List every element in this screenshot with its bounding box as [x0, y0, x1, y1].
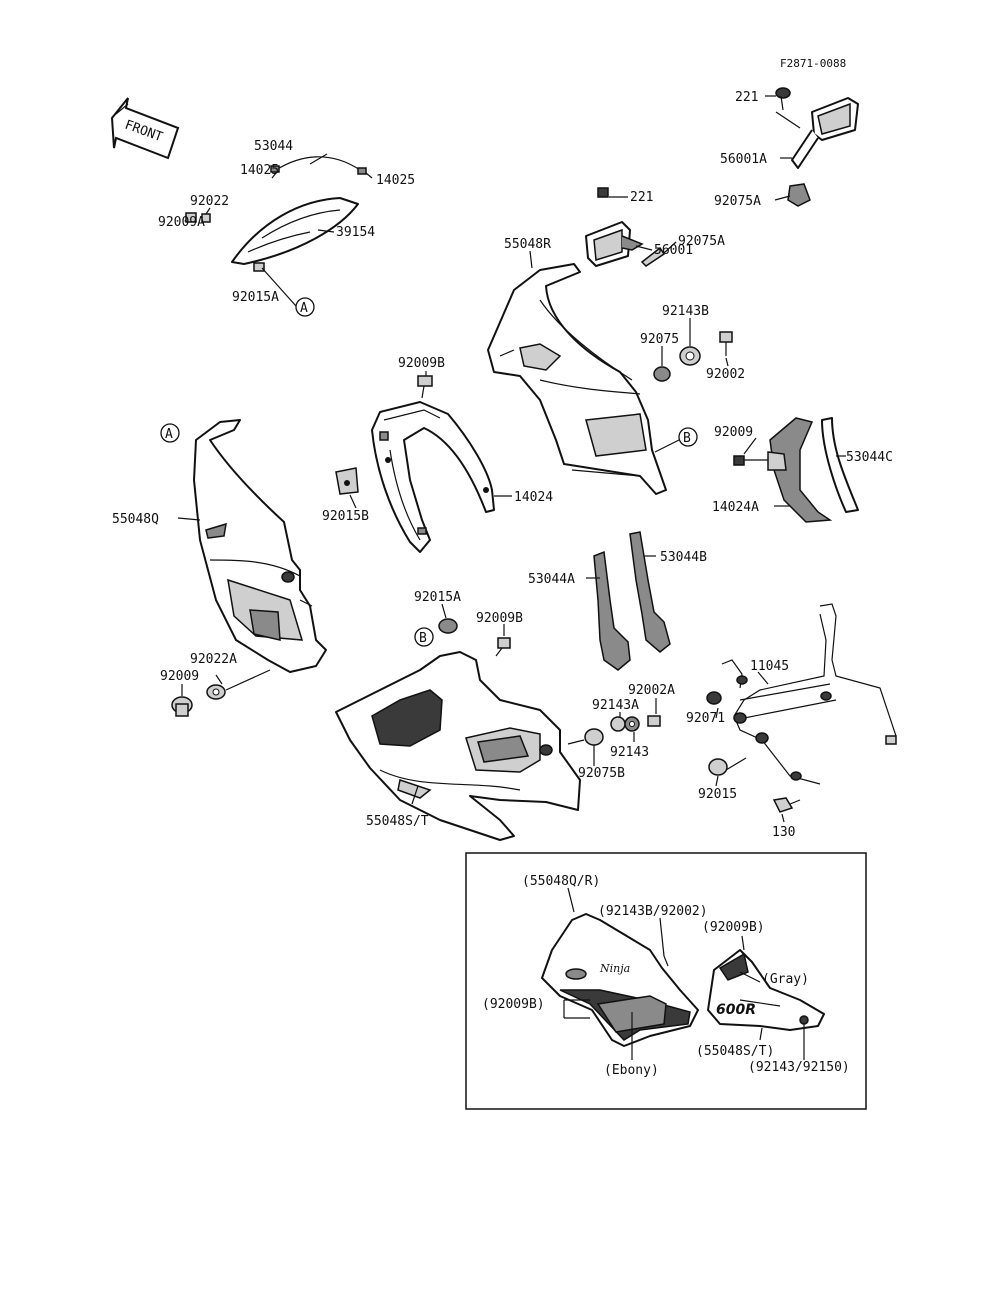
trim-53044a-part	[593, 550, 631, 671]
variant-inset-box	[465, 852, 867, 1110]
trim-53044c-part	[733, 417, 859, 523]
inset-fairing-part: Ninja	[541, 913, 699, 1047]
bracket-11045-part	[721, 603, 897, 785]
label-92009b: 92009B	[476, 611, 523, 626]
callout-b-lower	[414, 627, 434, 647]
label-92015: 92015	[698, 787, 737, 802]
label-92015a-top: 92015A	[232, 290, 279, 305]
label-14025-right: 14025	[376, 173, 415, 188]
bolt-130-part	[772, 797, 801, 813]
label-53044b: 53044B	[660, 550, 707, 565]
label-92002a: 92002A	[628, 683, 675, 698]
inset-label-55048qr: (55048Q/R)	[522, 874, 600, 889]
inset-lower-part: 600R	[707, 949, 825, 1031]
figure-code: F2871-0088	[780, 57, 846, 70]
fairing-upper-right-part	[487, 263, 667, 495]
washer-92022a-part	[206, 684, 226, 700]
inset-label-55048st: (55048S/T)	[696, 1044, 774, 1059]
grommet-92143-part	[624, 716, 640, 732]
inset-label-92143-92150: (92143/92150)	[748, 1060, 850, 1075]
label-92009-left: 92009	[160, 669, 199, 684]
bolt-92009b-part	[495, 637, 511, 657]
inset-600r-logo: 600R	[716, 1002, 756, 1018]
label-92075a: 92075A	[678, 234, 725, 249]
grommet-92015-part	[708, 758, 728, 776]
label-92071: 92071	[686, 711, 725, 726]
label-55048q: 55048Q	[112, 512, 159, 527]
inset-label-92009b-right: (92009B)	[702, 920, 765, 935]
clip-92071-part	[706, 691, 722, 705]
trim-53044b-part	[629, 531, 671, 653]
label-11045: 11045	[750, 659, 789, 674]
label-92143: 92143	[610, 745, 649, 760]
label-221-mid: 221	[630, 190, 653, 205]
label-92075b: 92075B	[578, 766, 625, 781]
callout-b-right	[678, 427, 698, 447]
label-56001a: 56001A	[720, 152, 767, 167]
callout-b-right-label: B	[683, 431, 691, 446]
inset-ninja-logo: Ninja	[599, 962, 630, 975]
label-92075: 92075	[640, 332, 679, 347]
label-92022a: 92022A	[190, 652, 237, 667]
label-92022: 92022	[190, 194, 229, 209]
label-53044: 53044	[254, 139, 293, 154]
bolt-92009b-top-part	[417, 375, 433, 399]
grommet-92143b-part	[679, 346, 701, 366]
label-55048st: 55048S/T	[366, 814, 429, 829]
label-92002: 92002	[706, 367, 745, 382]
label-55048r: 55048R	[504, 237, 551, 252]
label-92015b: 92015B	[322, 509, 369, 524]
fairing-left-55048q-part	[193, 419, 327, 673]
bolt-92002-part	[719, 331, 733, 356]
grommet-92075-part	[653, 366, 671, 382]
clip-92015a-part	[438, 618, 458, 634]
label-56001: 56001	[654, 243, 693, 258]
callout-a-top-label: A	[300, 301, 308, 316]
inset-label-92143b-92002: (92143B/92002)	[598, 904, 708, 919]
fairing-lower-55048st-part	[335, 651, 581, 841]
label-92143a: 92143A	[592, 698, 639, 713]
bolt-92002a-part	[647, 715, 661, 727]
bolt-92009-left-part	[171, 696, 193, 717]
grommet-92075b-part	[584, 728, 604, 746]
inset-label-92009b-left: (92009B)	[482, 997, 545, 1012]
label-92009-right: 92009	[714, 425, 753, 440]
label-92143b: 92143B	[662, 304, 709, 319]
label-14024: 14024	[514, 490, 553, 505]
label-92075a-top: 92075A	[714, 194, 761, 209]
label-39154: 39154	[336, 225, 375, 240]
callout-b-lower-label: B	[419, 631, 427, 646]
callout-a-left-label: A	[165, 427, 173, 442]
clip-92015b-part	[335, 467, 359, 495]
mirror-right-part	[775, 87, 859, 207]
label-92009b-top: 92009B	[398, 356, 445, 371]
label-92015a: 92015A	[414, 590, 461, 605]
label-53044a: 53044A	[528, 572, 575, 587]
callout-a-top	[295, 297, 315, 317]
inset-label-ebony: (Ebony)	[604, 1063, 659, 1078]
label-221-top: 221	[735, 90, 758, 105]
label-14024a: 14024A	[712, 500, 759, 515]
label-130: 130	[772, 825, 795, 840]
label-14025-left: 14025	[240, 163, 279, 178]
grommet-92143a-part	[610, 716, 626, 732]
mirror-left-part	[585, 187, 666, 267]
front-arrow-icon: FRONT	[110, 97, 180, 160]
inset-label-gray: (Gray)	[762, 972, 809, 987]
callout-a-left	[160, 423, 180, 443]
label-53044c: 53044C	[846, 450, 893, 465]
label-92009a: 92009A	[158, 215, 205, 230]
inner-panel-14024-part	[371, 401, 495, 553]
